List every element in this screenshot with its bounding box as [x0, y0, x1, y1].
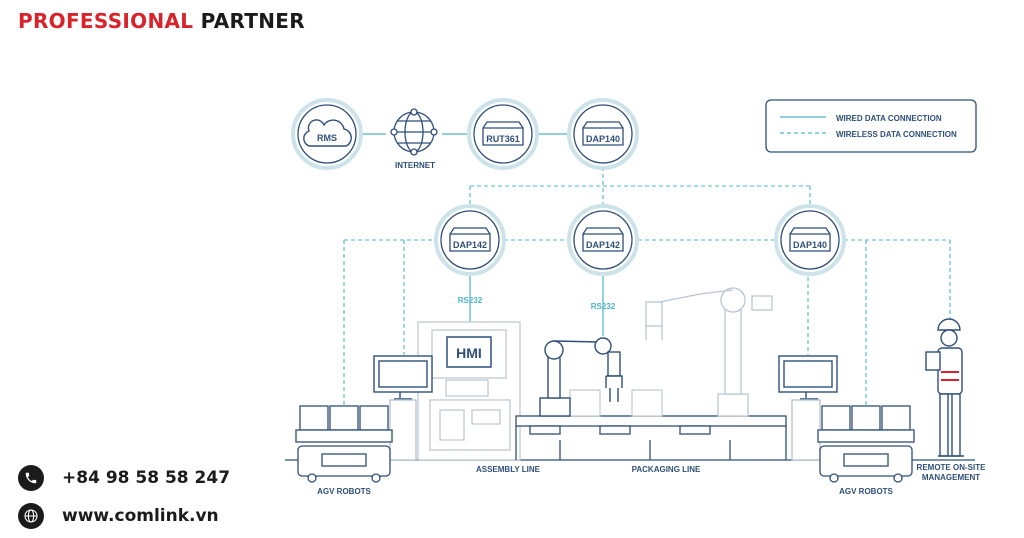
dap140-top-node[interactable]: DAP140	[567, 98, 639, 170]
brand-title-accent: PROFESSIONAL	[18, 9, 194, 33]
phone-icon	[18, 465, 44, 491]
phone-contact[interactable]: +84 98 58 58 247	[18, 465, 230, 491]
cloud-icon	[303, 119, 352, 147]
conveyor-line	[515, 415, 787, 460]
dap142-center-label: DAP142	[586, 240, 620, 250]
legend-box: WIRED DATA CONNECTION WIRELESS DATA CONN…	[765, 99, 977, 153]
access-point-icon	[449, 227, 491, 252]
rs232-left-label: RS232	[458, 296, 483, 305]
agv-right-label: AGV ROBOTS	[839, 487, 893, 496]
brand-title: PROFESSIONAL PARTNER	[18, 9, 305, 33]
rms-node[interactable]: RMS	[291, 98, 363, 170]
hmi-label: HMI	[456, 345, 482, 361]
legend-wired-label: WIRED DATA CONNECTION	[836, 114, 942, 123]
dap142-left-node[interactable]: DAP142	[434, 204, 506, 276]
internet-label: INTERNET	[395, 161, 435, 170]
conveyor-boxes	[569, 389, 663, 417]
website-url: www.comlink.vn	[62, 506, 219, 526]
agv-robot-left	[295, 405, 393, 483]
legend-wireless-label: WIRELESS DATA CONNECTION	[836, 130, 957, 139]
agv-left-label: AGV ROBOTS	[317, 487, 371, 496]
router-icon	[482, 121, 524, 146]
internet-node[interactable]: INTERNET	[390, 108, 438, 170]
rms-label: RMS	[317, 133, 337, 143]
dap142-center-node[interactable]: DAP142	[567, 204, 639, 276]
monitor-right	[778, 355, 838, 461]
remote-label-line2: MANAGEMENT	[922, 473, 980, 482]
dap140-top-label: DAP140	[586, 134, 620, 144]
phone-number: +84 98 58 58 247	[62, 468, 231, 488]
monitor-left	[373, 355, 433, 461]
access-point-icon	[582, 227, 624, 252]
robot-arm-packaging	[645, 287, 773, 417]
rut361-label: RUT361	[486, 134, 520, 144]
access-point-icon	[789, 227, 831, 252]
dap140-right-node[interactable]: DAP140	[774, 204, 846, 276]
assembly-line-label: ASSEMBLY LINE	[476, 465, 541, 474]
brand-title-rest: PARTNER	[200, 9, 305, 33]
rut361-node[interactable]: RUT361	[467, 98, 539, 170]
rs232-center-label: RS232	[591, 302, 616, 311]
robot-arm-assembly	[539, 337, 623, 417]
dap140-right-label: DAP140	[793, 240, 827, 250]
globe-icon	[18, 503, 44, 529]
globe-icon	[390, 108, 438, 156]
agv-robot-right	[817, 405, 915, 483]
dap142-left-label: DAP142	[453, 240, 487, 250]
access-point-icon	[582, 121, 624, 146]
packaging-line-label: PACKAGING LINE	[632, 465, 701, 474]
worker-figure	[925, 318, 964, 457]
wireless-connections	[343, 167, 951, 405]
hmi-screen: HMI	[446, 336, 492, 368]
remote-label-line1: REMOTE ON-SITE	[917, 463, 987, 472]
website-contact[interactable]: www.comlink.vn	[18, 503, 219, 529]
tablet-icon	[925, 351, 941, 371]
